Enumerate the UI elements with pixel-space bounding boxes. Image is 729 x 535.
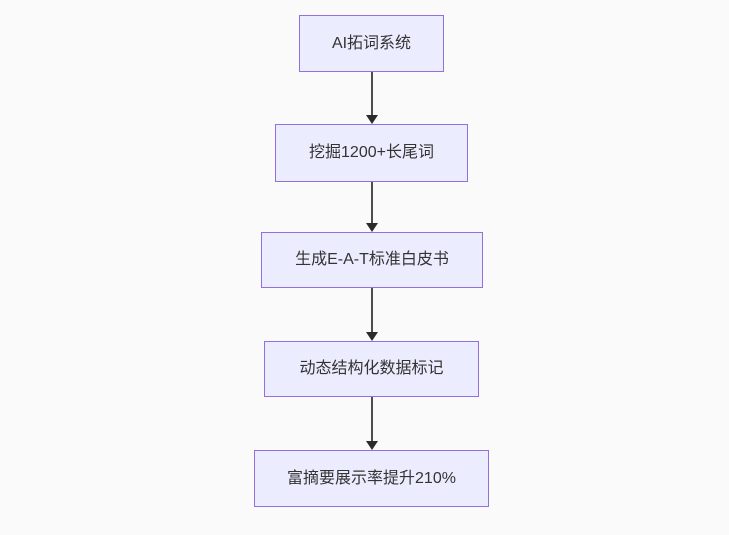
flow-node-label: 生成E-A-T标准白皮书 [295,251,449,269]
flow-edge-4 [365,397,378,450]
arrow-head-icon [365,441,378,450]
flow-node-structured-data-markup: 动态结构化数据标记 [264,341,479,397]
flow-node-eat-whitepaper: 生成E-A-T标准白皮书 [261,232,483,288]
arrow-line [370,182,373,223]
flow-node-label: 动态结构化数据标记 [299,360,444,378]
flow-node-label: 挖掘1200+长尾词 [309,144,434,162]
arrow-line [370,288,373,332]
flow-node-rich-snippet-uplift: 富摘要展示率提升210% [254,450,489,507]
arrow-line [370,397,373,441]
arrow-line [370,72,373,115]
arrow-head-icon [365,223,378,232]
flow-edge-2 [365,182,378,232]
flow-node-ai-keyword-system: AI拓词系统 [299,15,444,72]
arrow-head-icon [365,332,378,341]
flow-node-label: 富摘要展示率提升210% [287,469,456,487]
flow-node-longtail-mining: 挖掘1200+长尾词 [275,124,468,182]
flow-edge-1 [365,72,378,124]
flow-edge-3 [365,288,378,341]
arrow-head-icon [365,115,378,124]
flow-node-label: AI拓词系统 [331,34,412,52]
